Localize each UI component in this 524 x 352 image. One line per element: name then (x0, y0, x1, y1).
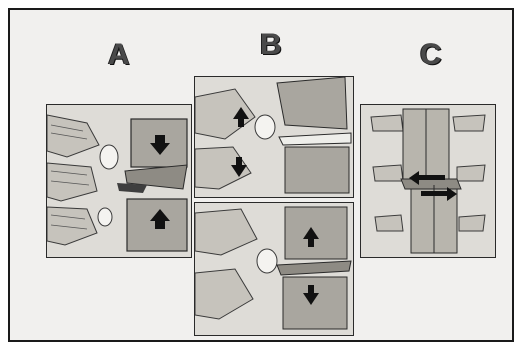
label-b: B (260, 28, 282, 62)
label-a: A (108, 38, 130, 72)
panel-b-top-illustration (195, 77, 353, 197)
panel-c-translation (360, 104, 496, 258)
panel-b-top (194, 76, 354, 198)
panel-a-illustration (47, 105, 191, 257)
label-c: C (420, 38, 442, 72)
figure-frame: A B C (8, 8, 514, 342)
panel-c-illustration (361, 105, 495, 257)
panel-b-bottom (194, 202, 354, 336)
panel-a-compression (46, 104, 192, 258)
panel-b-bottom-illustration (195, 203, 353, 335)
